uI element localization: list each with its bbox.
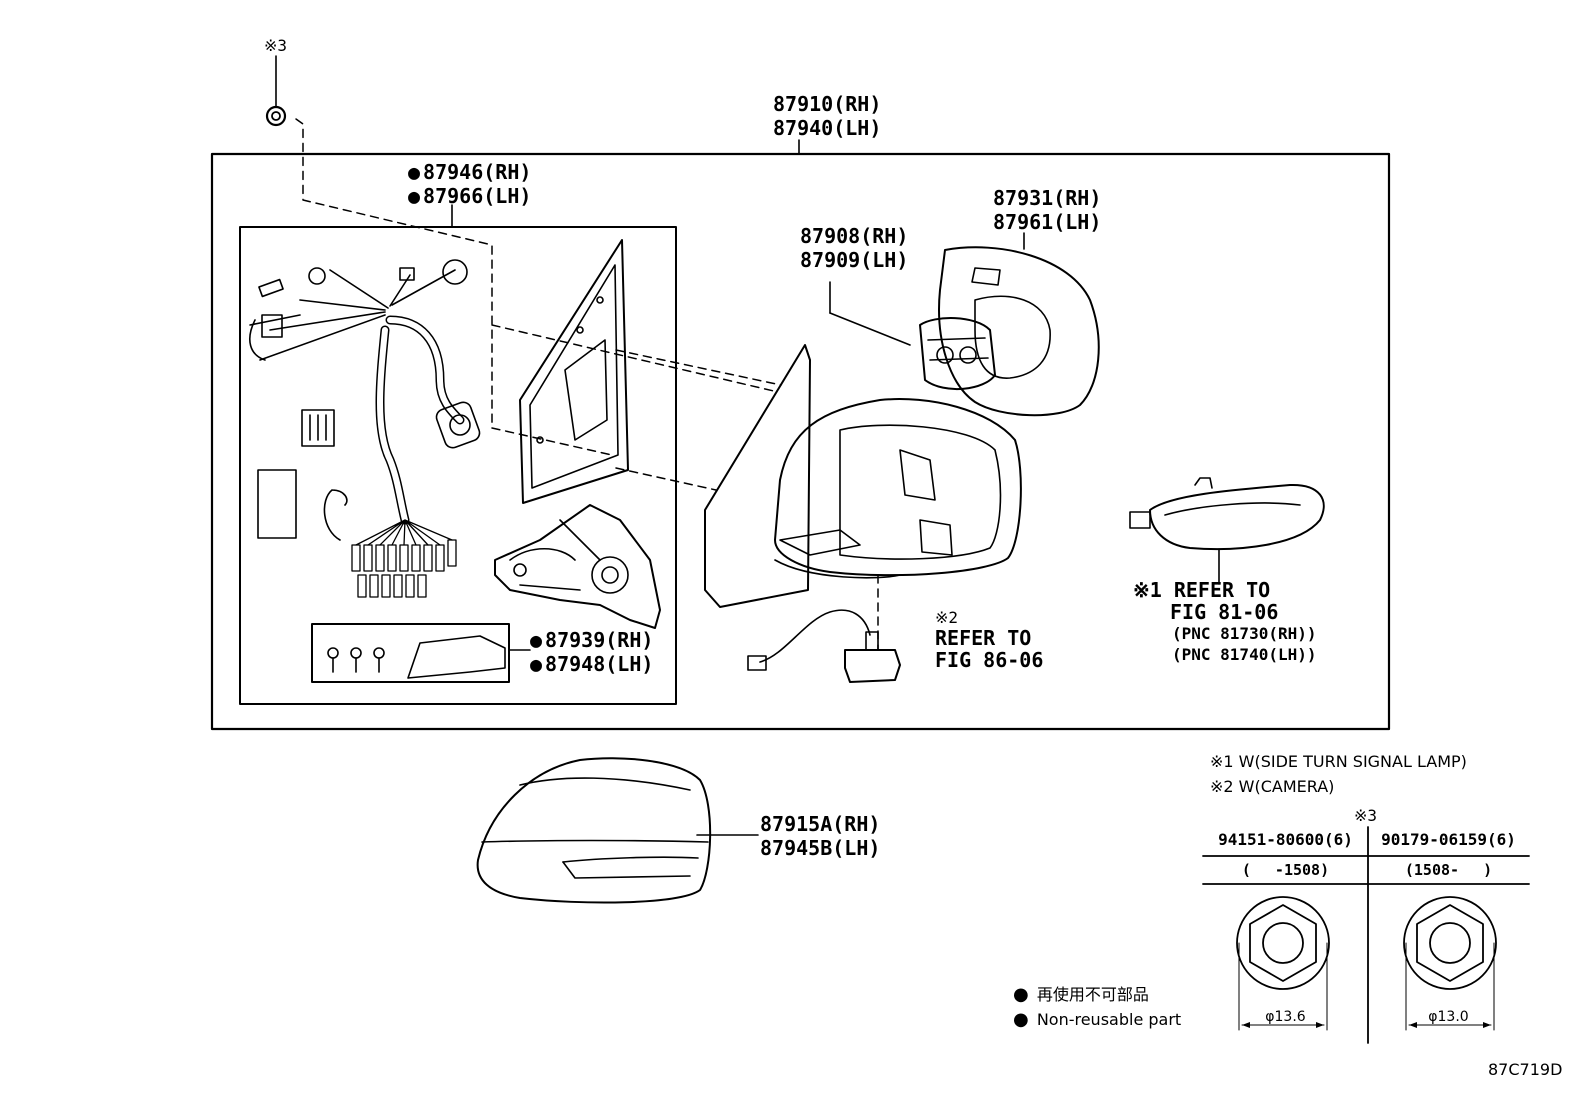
mirror-glass-drawing — [938, 246, 1100, 417]
mirror-base-drawing — [519, 239, 629, 504]
label-kit-lh-text: 87948(LH) — [545, 652, 654, 676]
camera-drawing — [747, 609, 901, 683]
label-actuator-lh: 87909(LH) — [800, 248, 909, 272]
actuator-drawing — [919, 317, 996, 391]
note1-line2: FIG 81-06 — [1170, 600, 1279, 624]
non-reusable-dot-icon — [408, 160, 423, 184]
nut-drawing-left — [1236, 896, 1330, 1031]
label-cover-lh: 87945B(LH) — [760, 836, 881, 860]
label-kit-rh: 87939(RH) — [530, 628, 653, 652]
table-range-1: ( -1508) — [1241, 861, 1330, 879]
screw-kit-drawing — [327, 635, 506, 679]
note3-marker: ※3 — [264, 36, 288, 55]
legend-w1: ※1 W(SIDE TURN SIGNAL LAMP) — [1210, 752, 1467, 771]
table-partno-2: 90179-06159(6) — [1381, 830, 1516, 849]
turn-signal-lamp-drawing — [1129, 477, 1325, 551]
table-range-2: (1508- ) — [1404, 861, 1493, 879]
label-harness-lh: 87966(LH) — [408, 184, 531, 208]
label-actuator-rh: 87908(RH) — [800, 224, 909, 248]
table-marker: ※3 — [1354, 806, 1378, 825]
non-reusable-dot-icon — [1013, 1009, 1032, 1030]
legend-w2: ※2 W(CAMERA) — [1210, 777, 1335, 796]
table-partno-1: 94151-80600(6) — [1218, 830, 1353, 849]
label-mirror-lh: 87961(LH) — [993, 210, 1102, 234]
fig8606-line2: FIG 86-06 — [935, 648, 1044, 672]
note2-marker: ※2 — [935, 608, 959, 627]
mirror-cover-drawing — [476, 757, 712, 904]
label-harness-rh: 87946(RH) — [408, 160, 531, 184]
assembly-frame — [210, 152, 1391, 731]
note1-line1: ※1 REFER TO — [1133, 578, 1271, 602]
table-lines — [1202, 826, 1530, 1044]
table-dimension-1: φ13.6 — [1265, 1009, 1306, 1025]
non-reusable-dot-icon — [530, 628, 545, 652]
note1-line4: (PNC 81740(LH)) — [1172, 645, 1317, 664]
retractor-drawing — [494, 504, 661, 629]
kit-frame — [311, 623, 510, 683]
label-kit-rh-text: 87939(RH) — [545, 628, 654, 652]
label-harness-rh-text: 87946(RH) — [423, 160, 532, 184]
mirror-housing-drawing — [704, 344, 1022, 608]
nut-drawing-right — [1403, 896, 1497, 1031]
label-cover-rh: 87915A(RH) — [760, 812, 881, 836]
label-assy-rh: 87910(RH) — [773, 92, 882, 116]
legend-jp-text: 再使用不可部品 — [1036, 985, 1149, 1004]
table-dimension-2: φ13.0 — [1428, 1009, 1469, 1025]
wire-harness-drawing — [249, 259, 481, 598]
legend-en-text: Non-reusable part — [1036, 1010, 1182, 1029]
harness-frame — [239, 226, 677, 705]
legend-en: Non-reusable part — [1013, 1009, 1182, 1030]
note1-line3: (PNC 81730(RH)) — [1172, 624, 1317, 643]
fig8606-line1: REFER TO — [935, 626, 1032, 650]
dashed-guides — [295, 118, 879, 651]
label-assy-lh: 87940(LH) — [773, 116, 882, 140]
label-mirror-rh: 87931(RH) — [993, 186, 1102, 210]
fastener-table: 94151-80600(6) 90179-06159(6) ( -1508) (… — [1203, 827, 1529, 1043]
non-reusable-dot-icon — [408, 184, 423, 208]
non-reusable-dot-icon — [530, 652, 545, 676]
leader-lines — [275, 55, 1220, 836]
nut-icon — [265, 105, 287, 127]
figure-code: 87C719D — [1488, 1060, 1563, 1079]
label-harness-lh-text: 87966(LH) — [423, 184, 532, 208]
legend-jp: 再使用不可部品 — [1013, 984, 1149, 1005]
label-kit-lh: 87948(LH) — [530, 652, 653, 676]
non-reusable-dot-icon — [1013, 984, 1032, 1005]
